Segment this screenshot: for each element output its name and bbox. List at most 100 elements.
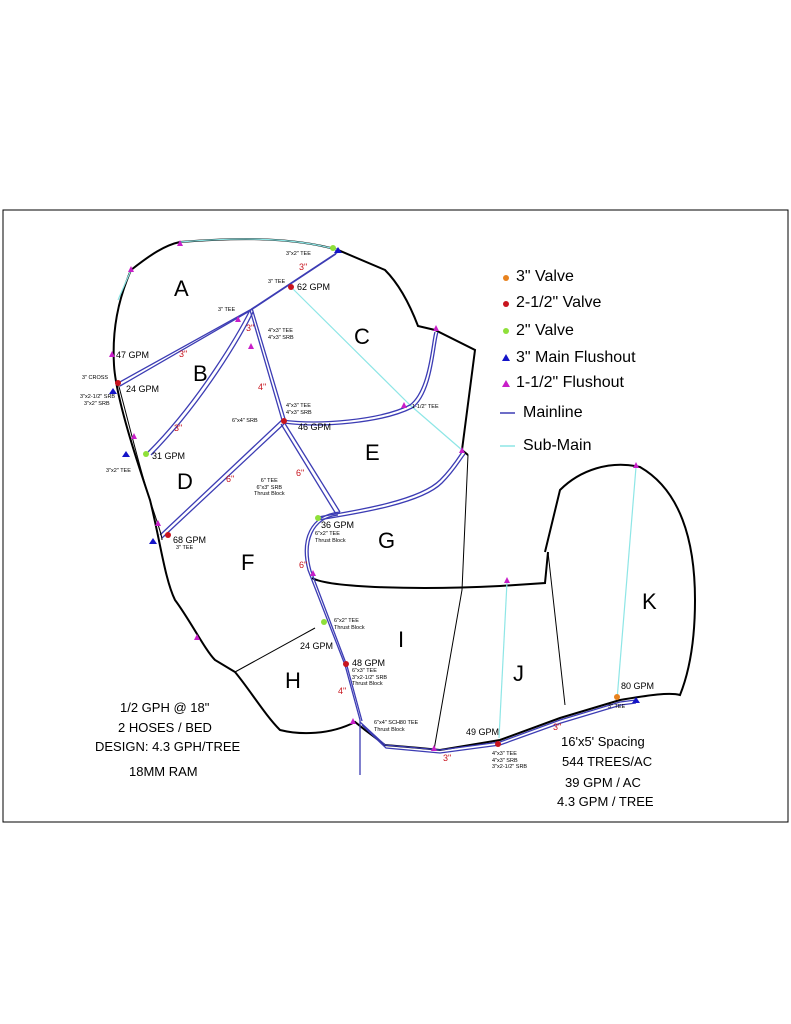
zone-label-d: D (177, 469, 193, 494)
legend-flushout-symbol (502, 380, 510, 387)
legend-valve3-symbol (503, 275, 509, 281)
pipe-size-label: 3" (299, 262, 308, 272)
zone-label-k: K (642, 589, 657, 614)
flushout-marker (177, 240, 183, 246)
fitting-label: 6"x2" TEE Thrust Block (315, 531, 346, 544)
zone-label-j: J (513, 661, 524, 686)
flow-label: 36 GPM (321, 520, 355, 530)
zone-label-f: F (241, 550, 255, 575)
fitting-line: Thrust Block (352, 681, 383, 687)
fitting-line: 4"x3" SRB (268, 334, 294, 341)
flushout-markers (109, 240, 640, 751)
design-note: 2 HOSES / BED (118, 720, 212, 735)
valve-marker (315, 515, 321, 521)
fitting-line: 4"x3" SRB (286, 409, 312, 416)
fitting-label: 3" CROSS (82, 375, 109, 381)
flushout-marker (310, 570, 316, 576)
design-note: DESIGN: 4.3 GPH/TREE (95, 739, 241, 754)
design-note: 1/2 GPH @ 18" (120, 700, 210, 715)
flushout-marker (459, 447, 465, 453)
main-flushout-marker (122, 451, 130, 457)
flow-label: 49 GPM (466, 727, 500, 737)
flow-label: 80 GPM (621, 681, 655, 691)
flow-label: 24 GPM (300, 641, 334, 651)
zone-label-b: B (193, 361, 208, 386)
main-flushout-marker (149, 538, 157, 544)
spacing-note: 39 GPM / AC (565, 775, 641, 790)
valve-marker (330, 245, 336, 251)
legend-submain-label: Sub-Main (523, 437, 592, 454)
fitting-label: 4"x3" TEE 4"x3" SRB 3"x2-1/2" SRB (492, 751, 527, 771)
design-note: 18MM RAM (129, 764, 198, 779)
main-flushout-marker (334, 247, 342, 253)
fitting-line: Thrust Block (254, 491, 285, 497)
flushout-marker (155, 520, 161, 526)
pipe-size-label: 6" (226, 474, 235, 484)
valve-marker (614, 694, 620, 700)
flushout-marker (248, 343, 254, 349)
flow-label: 46 GPM (298, 422, 332, 432)
pipe-size-label: 4" (338, 686, 347, 696)
fitting-line: Thrust Block (334, 624, 365, 631)
flow-label: 24 GPM (126, 384, 160, 394)
fitting-label: 3" TEE (608, 704, 626, 710)
main-flushout-marker (109, 388, 117, 394)
edge-sub-mains (117, 382, 163, 541)
legend-valve25-symbol (503, 301, 509, 307)
flushout-marker (128, 266, 134, 272)
flushout-marker (401, 402, 407, 408)
fitting-label: 3"x2" TEE (286, 251, 311, 257)
valve-marker (343, 661, 349, 667)
fitting-label: 3"x2-1/2" SRB 3"x2" SRB (80, 394, 115, 407)
fitting-label: 1-1/2" TEE (412, 404, 439, 410)
fitting-line: 3"x2-1/2" SRB (492, 764, 528, 770)
legend-main-flushout-symbol (502, 354, 510, 361)
fitting-label: 4"x3" TEE 4"x3" SRB (268, 328, 294, 341)
valve-markers (115, 245, 620, 747)
fitting-line: Thrust Block (315, 537, 346, 544)
zone-label-e: E (365, 440, 380, 465)
legend-valve2-symbol (503, 328, 509, 334)
fitting-label: 4"x3" TEE 4"x3" SRB (286, 403, 312, 416)
flow-label: 31 GPM (152, 451, 186, 461)
flushout-marker (350, 718, 356, 724)
pipe-size-label: 6" (296, 468, 305, 478)
flow-label: 62 GPM (297, 282, 331, 292)
fitting-label: 3" TEE (268, 279, 286, 285)
fitting-line: 6"x2" TEE (315, 531, 340, 537)
fitting-line: 3"x2" SRB (84, 400, 110, 407)
zone-label-h: H (285, 668, 301, 693)
zone-label-a: A (174, 276, 189, 301)
flushout-marker (109, 351, 115, 357)
fitting-line: 3"x2-1/2" SRB (80, 394, 116, 400)
fitting-label: 6"x2" TEE Thrust Block (334, 618, 365, 631)
zone-label-c: C (354, 324, 370, 349)
fitting-line: 4"x3" SRB (492, 757, 518, 764)
field-outline (112, 238, 697, 752)
valve-marker (495, 741, 501, 747)
fitting-line: 4"x3" TEE (492, 751, 517, 757)
valve-marker (321, 619, 327, 625)
fitting-label: 3"x2" TEE (106, 468, 131, 474)
fitting-label: 3" TEE (218, 307, 236, 313)
fitting-label: 3" TEE (176, 545, 194, 551)
legend-valve2-label: 2" Valve (516, 322, 574, 339)
legend-valve3-label: 3" Valve (516, 268, 574, 285)
flushout-marker (235, 316, 241, 322)
zone-label-i: I (398, 627, 405, 652)
mainline-pipes (117, 251, 637, 775)
legend-flushout-label: 1-1/2" Flushout (516, 374, 624, 391)
pipe-size-label: 3" (553, 722, 562, 732)
fitting-line: 6"x4" SCH80 TEE (374, 720, 419, 726)
fitting-line: 3"x2-1/2" SRB (352, 674, 388, 681)
pipe-size-label: 3" (246, 323, 255, 333)
flushout-marker (194, 634, 200, 640)
fitting-label: 6"x3" TEE 3"x2-1/2" SRB Thrust Block (352, 668, 387, 688)
flushout-marker (504, 577, 510, 583)
fitting-line: 4"x3" TEE (286, 403, 311, 409)
spacing-note: 16'x5' Spacing (561, 734, 645, 749)
legend-mainline-label: Mainline (523, 404, 583, 421)
fitting-line: 6"x2" TEE (334, 618, 359, 624)
